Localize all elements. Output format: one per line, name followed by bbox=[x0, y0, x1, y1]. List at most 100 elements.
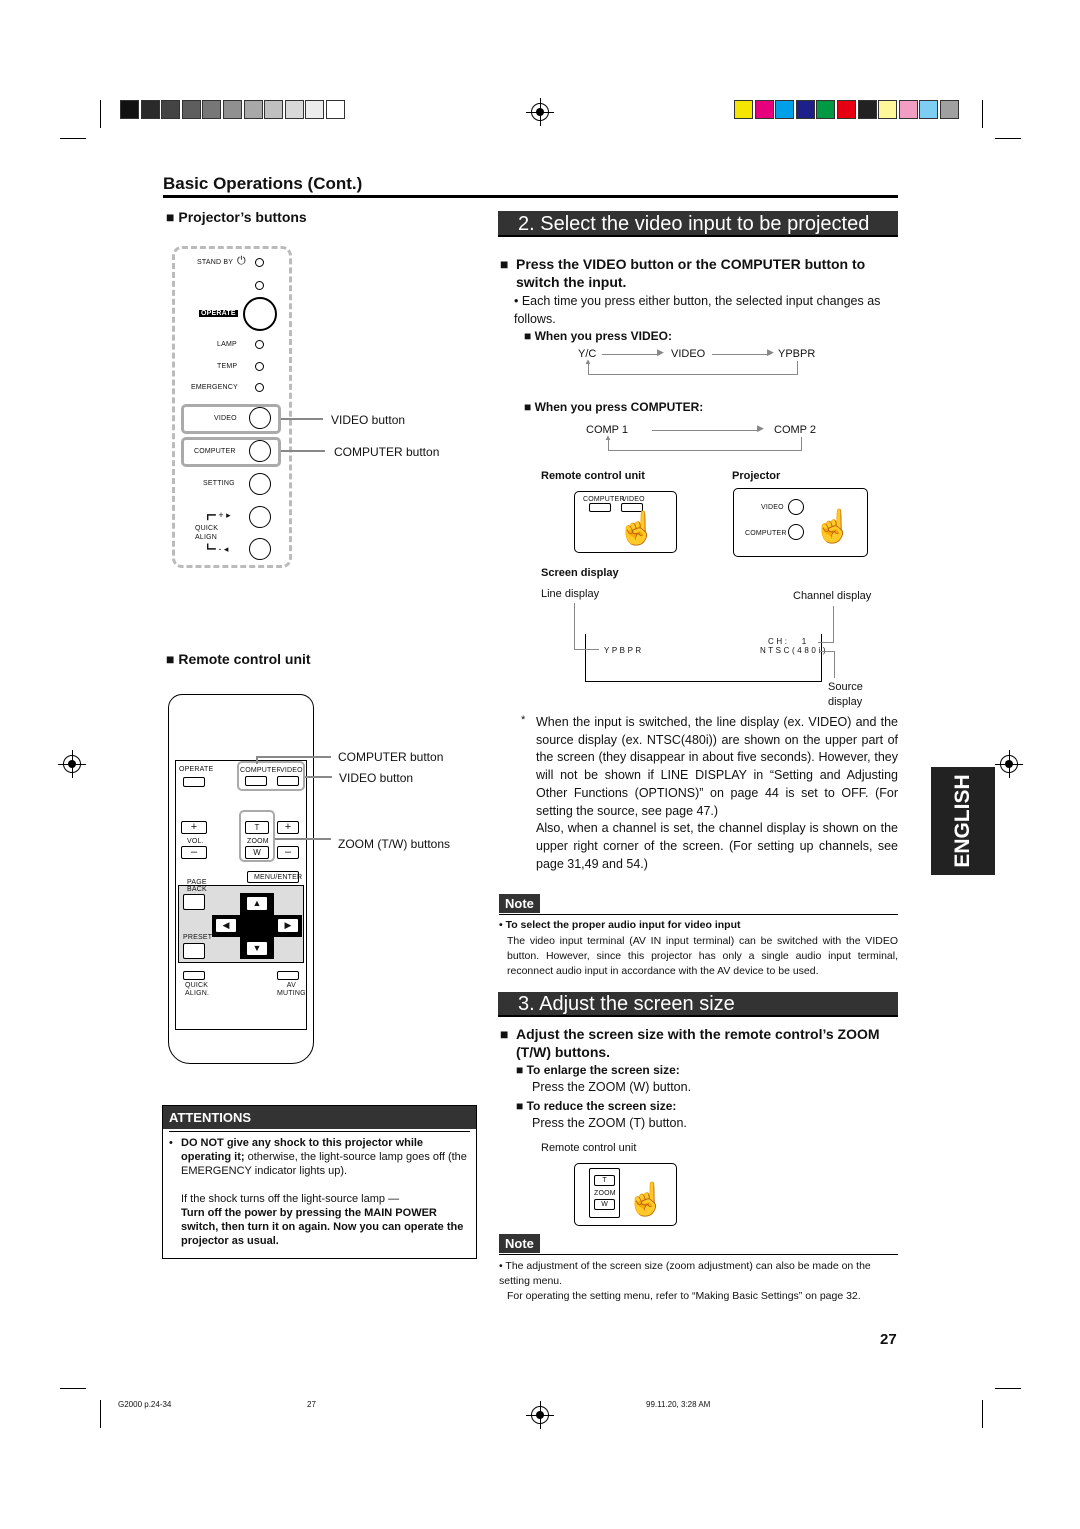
zoom-illustration bbox=[574, 1163, 677, 1226]
zoom-w-button[interactable]: W bbox=[245, 846, 269, 859]
video-label: VIDEO bbox=[214, 415, 237, 422]
operate-button[interactable] bbox=[243, 297, 277, 331]
note-rule-2 bbox=[499, 1254, 898, 1255]
emergency-label: EMERGENCY bbox=[191, 384, 238, 391]
color-swatch bbox=[919, 100, 939, 119]
header-rule bbox=[163, 195, 898, 198]
projector-video-button[interactable] bbox=[249, 407, 271, 429]
mini-video-label: VIDEO bbox=[622, 496, 645, 503]
zoom-t-button[interactable]: T bbox=[245, 821, 269, 834]
note2-body2: For operating the setting menu, refer to… bbox=[507, 1290, 861, 1302]
registration-mark-top bbox=[526, 98, 554, 126]
hand-pointer-icon: ☝ bbox=[617, 510, 657, 546]
callout-line bbox=[281, 450, 325, 452]
proj-computer-button-icon bbox=[788, 524, 804, 540]
note-badge-2: Note bbox=[499, 1234, 540, 1253]
arrowhead-icon: ▶ bbox=[767, 347, 774, 357]
source-display-label: Source display bbox=[828, 681, 863, 708]
power-icon: ⏻ bbox=[237, 255, 246, 267]
zoom-button-highlight bbox=[239, 810, 275, 862]
dpad-up-button[interactable]: ▲ bbox=[246, 896, 268, 911]
remote-video-button[interactable] bbox=[277, 776, 299, 786]
projector-align-minus-button[interactable] bbox=[249, 538, 271, 560]
temp-indicator bbox=[255, 362, 264, 371]
page-number: 27 bbox=[880, 1331, 897, 1348]
attentions-bullet: • DO NOT give any shock to this projecto… bbox=[169, 1137, 467, 1177]
when-computer-heading: ■ When you press COMPUTER: bbox=[524, 400, 704, 414]
gray-swatch bbox=[120, 100, 139, 119]
crop-mark bbox=[995, 138, 1021, 139]
preset-button[interactable] bbox=[183, 943, 205, 959]
reduce-heading: ■ To reduce the screen size: bbox=[516, 1099, 677, 1113]
right-minus-button[interactable]: – bbox=[277, 846, 299, 859]
channel-leader bbox=[818, 642, 834, 643]
volume-minus-button[interactable]: – bbox=[181, 846, 207, 859]
crop-mark bbox=[60, 138, 86, 139]
source-leader bbox=[819, 651, 835, 652]
projector-label: Projector bbox=[732, 470, 781, 482]
callout-line bbox=[256, 756, 331, 758]
vol-label: VOL. bbox=[187, 838, 204, 845]
color-swatch bbox=[795, 100, 815, 119]
enlarge-body: Press the ZOOM (W) button. bbox=[532, 1080, 692, 1094]
remote-computer-button[interactable] bbox=[245, 776, 267, 786]
callout-line bbox=[281, 418, 323, 420]
mini-zoom-t: T bbox=[594, 1175, 615, 1186]
video-button-highlight bbox=[181, 404, 281, 434]
seq-comp2: COMP 2 bbox=[774, 424, 816, 436]
remote-input-highlight bbox=[237, 761, 305, 791]
remote-body bbox=[168, 694, 314, 1064]
menu-enter-button[interactable] bbox=[247, 871, 299, 883]
emergency-indicator bbox=[255, 383, 264, 392]
remote-operate-button[interactable] bbox=[183, 777, 205, 787]
standby-label: STAND BY bbox=[197, 259, 234, 266]
callout-line bbox=[275, 838, 331, 840]
mini-computer-button bbox=[589, 503, 611, 512]
attentions-para-bold: Turn off the power by pressing the MAIN … bbox=[181, 1207, 464, 1247]
mini-video-button bbox=[621, 503, 643, 512]
arrow bbox=[652, 430, 760, 431]
attentions-box: ATTENTIONS • DO NOT give any shock to th… bbox=[162, 1105, 477, 1259]
dpad-right-button[interactable]: ▶ bbox=[277, 918, 299, 933]
quick-align-button[interactable] bbox=[183, 971, 205, 980]
section3-instruction: ■Adjust the screen size with the remote … bbox=[500, 1026, 880, 1060]
proj-video-label: VIDEO bbox=[761, 504, 784, 511]
note2-body1: • The adjustment of the screen size (zoo… bbox=[499, 1260, 871, 1287]
projector-setting-button[interactable] bbox=[249, 473, 271, 495]
gray-swatch bbox=[243, 100, 263, 119]
screen-ntsc-text: N T S C ( 4 8 0 i ) bbox=[760, 646, 826, 655]
projector-computer-button[interactable] bbox=[249, 440, 271, 462]
align-label: ALIGN bbox=[195, 534, 218, 541]
av-muting-label: AV MUTING bbox=[277, 982, 306, 997]
arrowhead-up-icon: ▲ bbox=[604, 433, 612, 442]
note-rule bbox=[499, 914, 898, 915]
screen-ch-text: C H : 1 bbox=[768, 637, 807, 646]
hand-pointer-icon: ☝ bbox=[626, 1181, 666, 1217]
color-swatch bbox=[898, 100, 918, 119]
right-plus-button[interactable]: + bbox=[277, 821, 299, 834]
page-back-button[interactable] bbox=[183, 894, 205, 910]
dpad-left-button[interactable]: ◀ bbox=[215, 918, 237, 933]
quick-label: QUICK bbox=[195, 525, 219, 532]
footer-right: 99.11.20, 3:28 AM bbox=[646, 1400, 711, 1409]
section-title: Basic Operations (Cont.) bbox=[163, 174, 363, 193]
color-swatch bbox=[837, 100, 856, 119]
arrowhead-up-icon: ▲ bbox=[584, 357, 592, 366]
remote-computer-callout: COMPUTER button bbox=[338, 750, 444, 764]
footer-left: G2000 p.24-34 bbox=[118, 1400, 172, 1409]
section2-instruction: ■Press the VIDEO button or the COMPUTER … bbox=[500, 256, 866, 290]
remote-inner-panel bbox=[175, 760, 307, 1030]
computer-label: COMPUTER bbox=[194, 448, 236, 455]
crop-mark bbox=[982, 100, 983, 128]
english-tab-label: ENGLISH bbox=[951, 774, 974, 868]
av-muting-button[interactable] bbox=[277, 971, 299, 980]
projector-align-plus-button[interactable] bbox=[249, 506, 271, 528]
source-leader bbox=[834, 651, 835, 678]
arrow bbox=[712, 354, 770, 355]
dpad-down-button[interactable]: ▼ bbox=[246, 941, 268, 956]
seq-yc: Y/C bbox=[578, 348, 597, 360]
screen-display-label: Screen display bbox=[541, 567, 619, 579]
remote-control-heading: ■ Remote control unit bbox=[166, 651, 311, 667]
volume-plus-button[interactable]: + bbox=[181, 821, 207, 834]
return-loop bbox=[588, 361, 798, 375]
